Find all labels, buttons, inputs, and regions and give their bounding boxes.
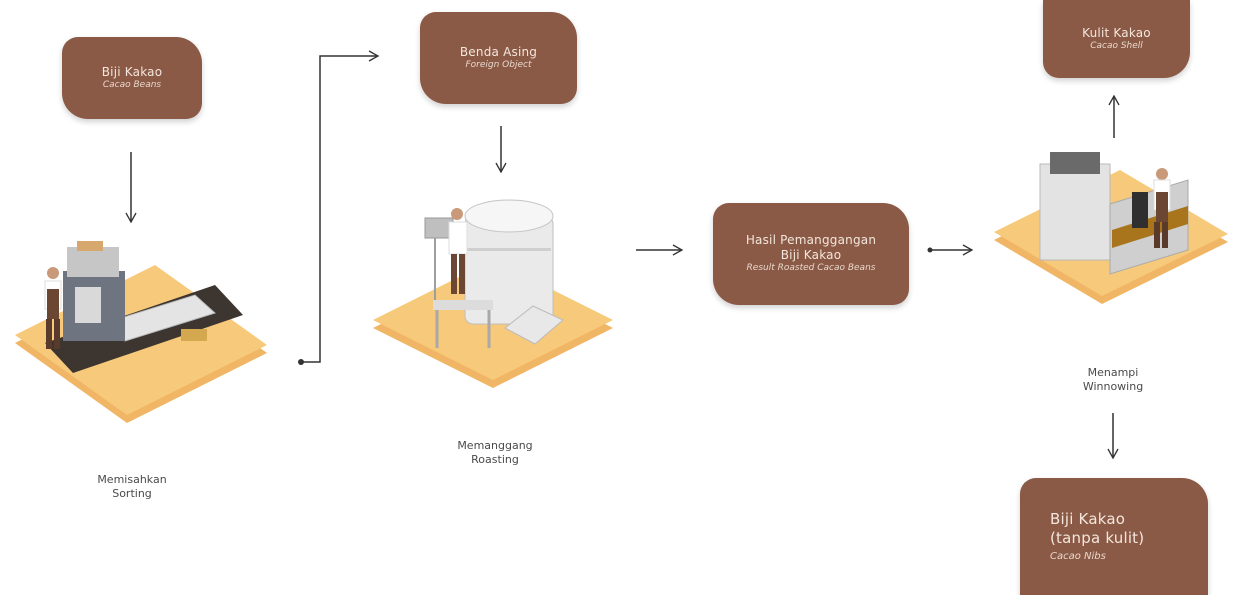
connector-sorting-to-foreign-object [298,50,380,365]
box-cacao-nibs-sub: Cacao Nibs [1050,550,1106,562]
box-foreign-object-main: Benda Asing [459,44,538,59]
box-cacao-beans-sub: Cacao Beans [102,79,162,90]
caption-winnowing: Menampi Winnowing [1048,366,1178,394]
box-foreign-object-sub: Foreign Object [465,59,532,70]
caption-roasting-line1: Memanggang [457,439,533,452]
box-roasted-beans-main-2: Biji Kakao [780,248,842,263]
winnowing-machine-illustration [994,152,1228,304]
box-cacao-nibs: Biji Kakao (tanpa kulit) Cacao Nibs [1020,478,1208,595]
caption-sorting-line1: Memisahkan [97,473,167,486]
box-cacao-nibs-main-2: (tanpa kulit) [1050,529,1145,547]
caption-roasting-line2: Roasting [471,452,519,466]
box-roasted-beans: Hasil Pemanggangan Biji Kakao Result Roa… [713,203,909,305]
box-cacao-nibs-main-1: Biji Kakao [1050,510,1126,529]
caption-winnowing-line2: Winnowing [1082,379,1144,393]
roasting-machine-illustration [373,199,613,388]
box-roasted-beans-main-1: Hasil Pemanggangan [745,233,877,248]
box-cacao-beans: Biji Kakao Cacao Beans [62,37,202,119]
arrow-result-to-winnowing [927,244,974,256]
box-roasted-beans-sub: Result Roasted Cacao Beans [746,263,876,274]
box-cacao-shell: Kulit Kakao Cacao Shell [1043,0,1190,78]
box-cacao-shell-sub: Cacao Shell [1090,40,1143,51]
sorting-machine-illustration [15,241,267,423]
box-cacao-beans-main: Biji Kakao [101,64,163,79]
caption-sorting-line2: Sorting [112,486,152,500]
box-foreign-object: Benda Asing Foreign Object [420,12,577,104]
box-cacao-shell-main: Kulit Kakao [1082,25,1151,40]
caption-sorting: Memisahkan Sorting [62,473,202,501]
caption-roasting: Memanggang Roasting [425,439,565,467]
caption-winnowing-line1: Menampi [1087,366,1139,379]
